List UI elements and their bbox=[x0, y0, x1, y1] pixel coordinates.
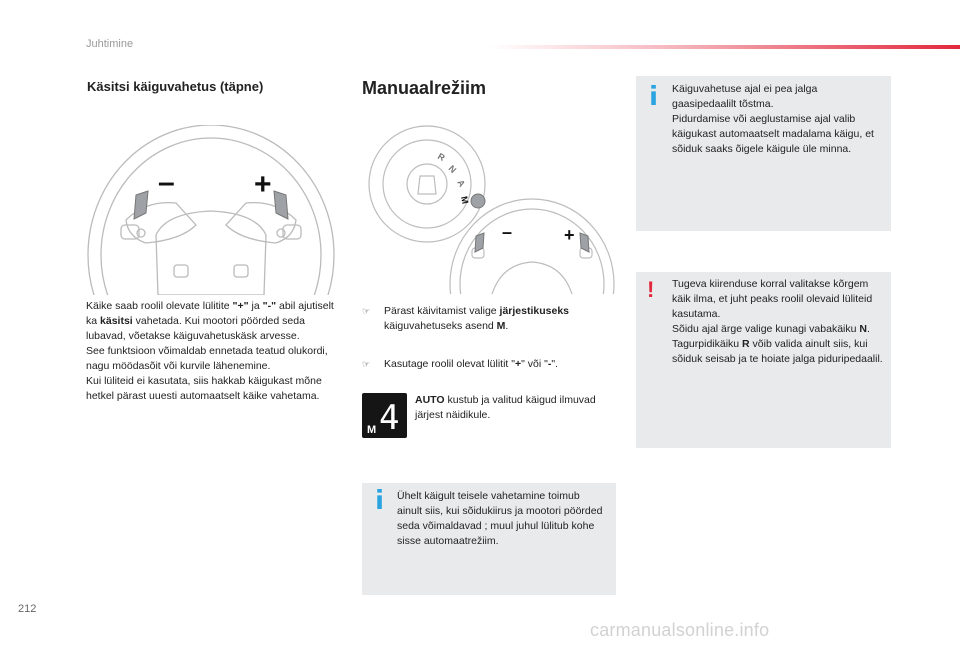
selector-letter-m: M bbox=[459, 195, 470, 204]
warning-icon: ! bbox=[647, 277, 655, 302]
middle-info-box: Ühelt käigult teisele vahetamine toimub … bbox=[362, 483, 616, 595]
minus-paddle-label: – bbox=[158, 166, 175, 199]
bullet-item-use-paddles: ☞ Kasutage roolil olevat lülitit "+" või… bbox=[362, 358, 558, 370]
page-number: 212 bbox=[18, 603, 37, 615]
selector-plus-label: + bbox=[564, 225, 575, 245]
bullet-arrow-icon: ☞ bbox=[362, 306, 371, 316]
gear-selector-illustration: R N A M – + bbox=[362, 124, 616, 294]
plus-paddle-label: + bbox=[254, 168, 272, 201]
info-icon bbox=[651, 85, 656, 105]
left-paragraph: Käike saab roolil olevate lülitite "+" j… bbox=[86, 300, 334, 402]
right-info-text: Käiguvahetuse ajal ei pea jalga gaasiped… bbox=[672, 83, 874, 155]
section-label: Juhtimine bbox=[86, 38, 134, 50]
info-icon bbox=[377, 489, 382, 509]
warning-text: Tugeva kiirenduse korral valitakse kõrge… bbox=[672, 278, 883, 365]
middle-section-title: Manuaalrežiim bbox=[362, 78, 487, 98]
bullet-arrow-icon: ☞ bbox=[362, 359, 371, 369]
steering-wheel-illustration: – + bbox=[86, 125, 336, 295]
gear-display-image: M 4 bbox=[362, 393, 407, 438]
watermark: carmanualsonline.info bbox=[590, 620, 770, 640]
selector-letter-n: N bbox=[447, 163, 459, 175]
bullet-item-select-m: ☞ Pärast käivitamist valige järjestikuse… bbox=[362, 305, 570, 332]
selector-letter-r: R bbox=[436, 151, 447, 163]
middle-info-text: Ühelt käigult teisele vahetamine toimub … bbox=[397, 490, 603, 547]
selector-minus-label: – bbox=[502, 222, 512, 242]
gear-display-mode: M bbox=[367, 424, 376, 436]
auto-text: AUTO kustub ja valitud käigud ilmuvad jä… bbox=[415, 394, 596, 421]
selector-letter-a: A bbox=[455, 178, 467, 189]
right-info-box: Käiguvahetuse ajal ei pea jalga gaasiped… bbox=[636, 76, 891, 231]
header-rule bbox=[490, 45, 960, 49]
gear-display-number: 4 bbox=[379, 398, 399, 438]
warning-box: ! Tugeva kiirenduse korral valitakse kõr… bbox=[636, 272, 891, 448]
left-section-title: Käsitsi käiguvahetus (täpne) bbox=[87, 79, 264, 94]
